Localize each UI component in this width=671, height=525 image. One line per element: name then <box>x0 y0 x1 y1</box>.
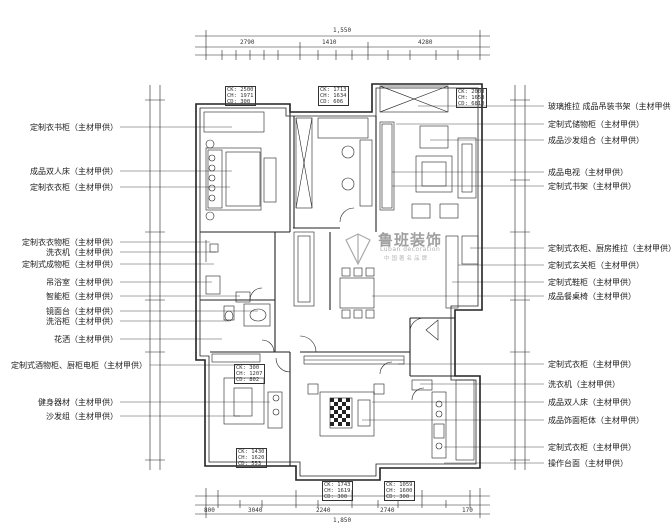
interior-walls <box>200 112 455 466</box>
top-segment-dimension: 4280 <box>418 39 433 46</box>
watermark-name: 鲁班装饰 <box>378 231 443 249</box>
annotation-label: 洗衣机（主材甲供） <box>548 380 620 389</box>
annotation-label: 成品饰面柜体（主材甲供） <box>548 416 644 425</box>
annotation-label: 定制式玄关柜（主材甲供） <box>548 261 644 270</box>
top-segment-dimension: 1410 <box>322 39 337 46</box>
top-total-dimension: 1,550 <box>333 27 352 34</box>
annotation-label: 定制衣书柜（主材甲供） <box>30 123 118 132</box>
annotation-label: 成品电视（主材甲供） <box>548 168 628 177</box>
annotation-label: 定制式衣柜（主材甲供） <box>548 360 636 369</box>
master-bedroom-furniture <box>203 111 277 221</box>
right-leader-lines <box>362 105 544 464</box>
living-room-furniture <box>379 121 479 265</box>
second-bedroom-furniture <box>211 353 291 429</box>
left-leader-lines <box>120 126 270 417</box>
annotation-label: 定制式成物柜（主材甲供） <box>22 260 118 269</box>
annotation-label: 成品双人床（主材甲供） <box>30 167 118 176</box>
annotation-label: 定制衣衣柜（主材甲供） <box>30 183 118 192</box>
annotation-label: 定制式酒物柜、厨柜电柜（主材甲供） <box>11 361 147 370</box>
annotation-label: 玻璃推拉 成品吊装书架（主材甲供） <box>548 102 671 111</box>
annotation-label: 洗浴柜（主材甲供） <box>46 317 118 326</box>
annotation-label: 定制式鞋柜（主材甲供） <box>548 278 636 287</box>
bottom-segment-dimension: 2740 <box>380 507 395 514</box>
annotation-label: 沙发组（主材甲供） <box>46 412 118 421</box>
bottom-segment-dimension: 170 <box>462 507 473 514</box>
annotation-label: 成品双人床（主材甲供） <box>548 398 636 407</box>
bottom-dimension-lines <box>195 488 490 518</box>
annotation-label: 操作台面（主材甲供） <box>548 459 628 468</box>
annotation-label: 花洒（主材甲供） <box>54 335 118 344</box>
annotation-label: 定制式衣柜（主材甲供） <box>548 443 636 452</box>
annotation-label: 定制式书架（主材甲供） <box>548 182 636 191</box>
bottom-total-dimension: 1,850 <box>333 517 352 524</box>
annotation-label: 成品沙发组合（主材甲供） <box>548 136 644 145</box>
annotation-label: 智能柜（主材甲供） <box>46 292 118 301</box>
annotation-label: 健身器材（主材甲供） <box>38 398 118 407</box>
annotation-label: 定制衣衣物柜（主材甲供） <box>22 238 118 247</box>
watermark-slogan: 中国著名品牌 <box>384 256 430 262</box>
top-dimension-lines <box>195 30 490 60</box>
annotation-label: 洗衣机（主材甲供） <box>46 248 118 257</box>
bottom-segment-dimension: 3040 <box>248 507 263 514</box>
dining-furniture <box>293 231 459 353</box>
annotation-label: 吊浴室（主材甲供） <box>46 278 118 287</box>
bathroom-fixtures <box>205 240 275 353</box>
study-furniture <box>295 117 373 223</box>
third-bedroom-furniture <box>303 355 405 437</box>
right-dimension-lines <box>510 85 530 470</box>
bottom-segment-dimension: 800 <box>204 507 215 514</box>
top-segment-dimension: 2790 <box>240 39 255 46</box>
annotation-label: 定制式衣柜、厨房推拉（主材甲供） <box>548 244 671 253</box>
watermark-emblem <box>345 233 371 266</box>
annotation-label: 成品餐桌椅（主材甲供） <box>548 292 636 301</box>
balcony-window <box>379 85 449 113</box>
checkered-bed <box>330 398 350 426</box>
annotation-label: 镜面台（主材甲供） <box>46 307 118 316</box>
watermark-english: Luban decoration <box>380 246 441 253</box>
outer-walls <box>195 83 483 481</box>
bottom-segment-dimension: 2240 <box>316 507 331 514</box>
annotation-label: 定制式储物柜（主材甲供） <box>548 120 644 129</box>
left-dimension-lines <box>145 85 165 470</box>
